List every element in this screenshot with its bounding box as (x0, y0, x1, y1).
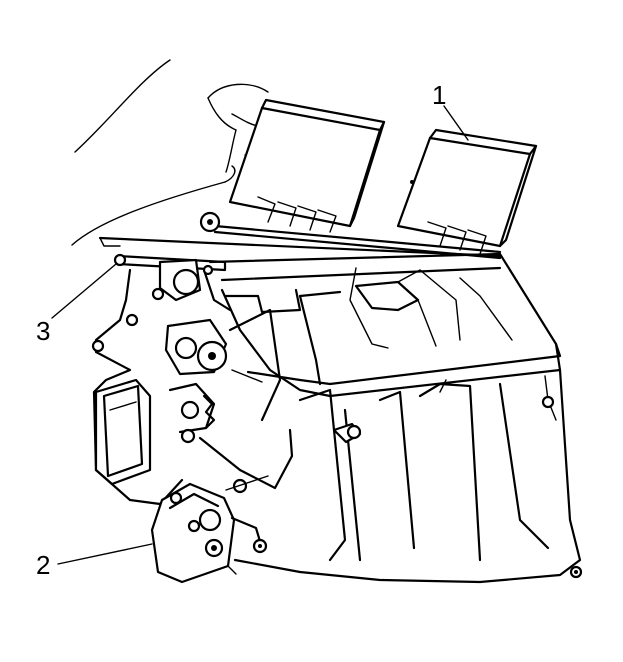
filter-left (228, 98, 386, 233)
callout-2: 2 (36, 550, 51, 580)
callout-1: 1 (432, 80, 447, 110)
filter-right (396, 128, 538, 255)
actuator-mechanism (91, 258, 294, 506)
hvac-case (208, 252, 583, 584)
retaining-rods (98, 211, 502, 272)
leader-line-3 (51, 263, 117, 319)
mode-actuator (150, 482, 268, 584)
leader-line-2 (57, 543, 153, 565)
leader-lines (51, 105, 469, 565)
leader-line-1 (443, 105, 469, 141)
callout-3: 3 (36, 316, 51, 346)
